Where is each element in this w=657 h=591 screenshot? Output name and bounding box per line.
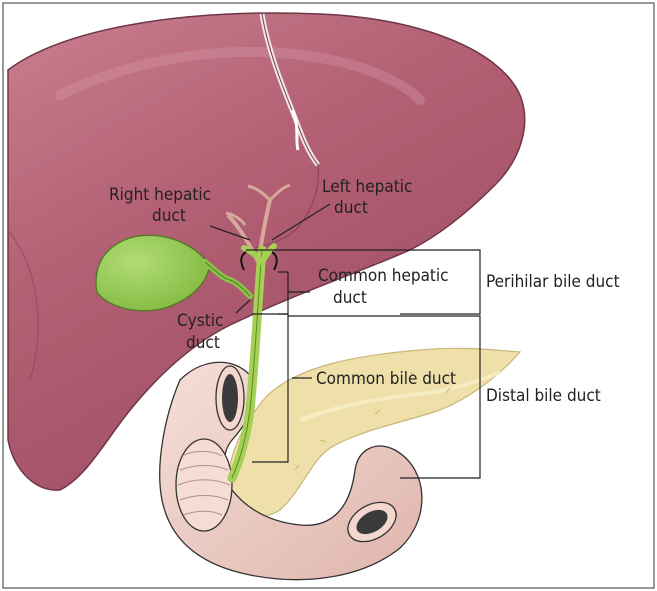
label-left-hepatic-duct-line2: duct — [334, 198, 368, 218]
label-cystic-duct-line1: Cystic — [177, 311, 223, 331]
label-perihilar-bile-duct: Perihilar bile duct — [486, 272, 620, 292]
label-distal-bile-duct: Distal bile duct — [486, 386, 601, 406]
label-left-hepatic-duct-line1: Left hepatic — [322, 177, 412, 197]
duodenum-cross-section — [176, 439, 232, 531]
duodenum-lumen-top — [222, 374, 238, 422]
label-common-hepatic-duct-line2: duct — [333, 288, 367, 308]
label-common-bile-duct: Common bile duct — [316, 369, 456, 389]
label-cystic-duct-line2: duct — [186, 333, 220, 353]
label-right-hepatic-duct-line1: Right hepatic — [109, 185, 211, 205]
label-common-hepatic-duct-line1: Common hepatic — [318, 266, 449, 286]
label-right-hepatic-duct-line2: duct — [152, 206, 186, 226]
